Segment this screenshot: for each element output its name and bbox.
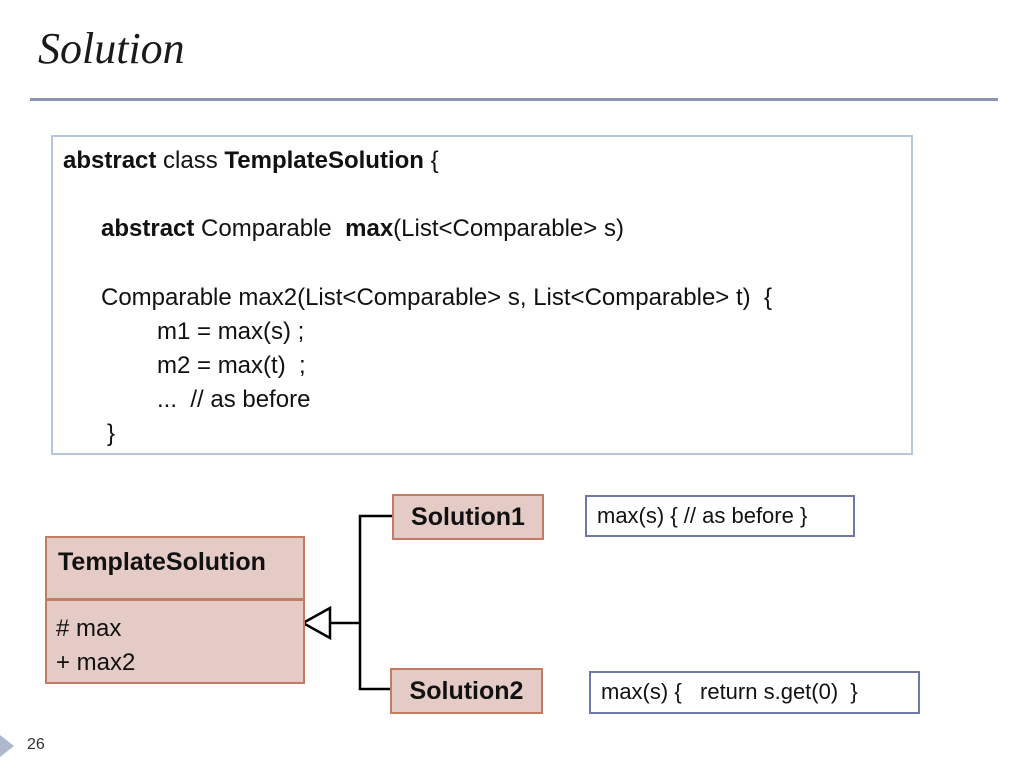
code-class-name: TemplateSolution (224, 147, 424, 174)
class-member-max2: + max2 (56, 649, 136, 676)
code-line-6: ... // as before (157, 386, 311, 413)
inheritance-arrowhead (300, 605, 332, 641)
subclass-solution1: Solution1 (392, 494, 544, 540)
code-method-name: max (345, 215, 394, 242)
code-line-2: abstract Comparable max(List<Comparable>… (101, 214, 624, 244)
code-block: abstract class TemplateSolution { abstra… (51, 135, 913, 455)
code-line-4: m1 = max(s) ; (157, 318, 305, 345)
code-line-7: } (107, 420, 116, 447)
class-divider (47, 598, 303, 601)
code-text: { (423, 147, 439, 174)
code-line-5: m2 = max(t) ; (157, 352, 306, 379)
subclass-solution2: Solution2 (390, 668, 543, 714)
code-keyword: abstract (63, 147, 157, 174)
slide-number: 26 (27, 736, 45, 753)
template-class-name: TemplateSolution (58, 548, 266, 576)
code-text: Comparable (194, 215, 346, 242)
code-text: (List<Comparable> s) (393, 215, 624, 242)
code-line-1: abstract class TemplateSolution { (63, 146, 439, 176)
code-line-3: Comparable max2(List<Comparable> s, List… (101, 284, 772, 311)
code-text: class (156, 147, 225, 174)
note-solution2: max(s) { return s.get(0) } (589, 671, 920, 714)
template-class-box: TemplateSolution # max + max2 (45, 536, 305, 684)
inheritance-branch-line (358, 514, 393, 691)
code-keyword: abstract (101, 215, 195, 242)
class-member-max: # max (56, 615, 122, 642)
note-solution1: max(s) { // as before } (585, 495, 855, 537)
slide-title: Solution (38, 24, 185, 73)
slide-marker-icon (0, 735, 14, 757)
title-divider (30, 98, 998, 101)
